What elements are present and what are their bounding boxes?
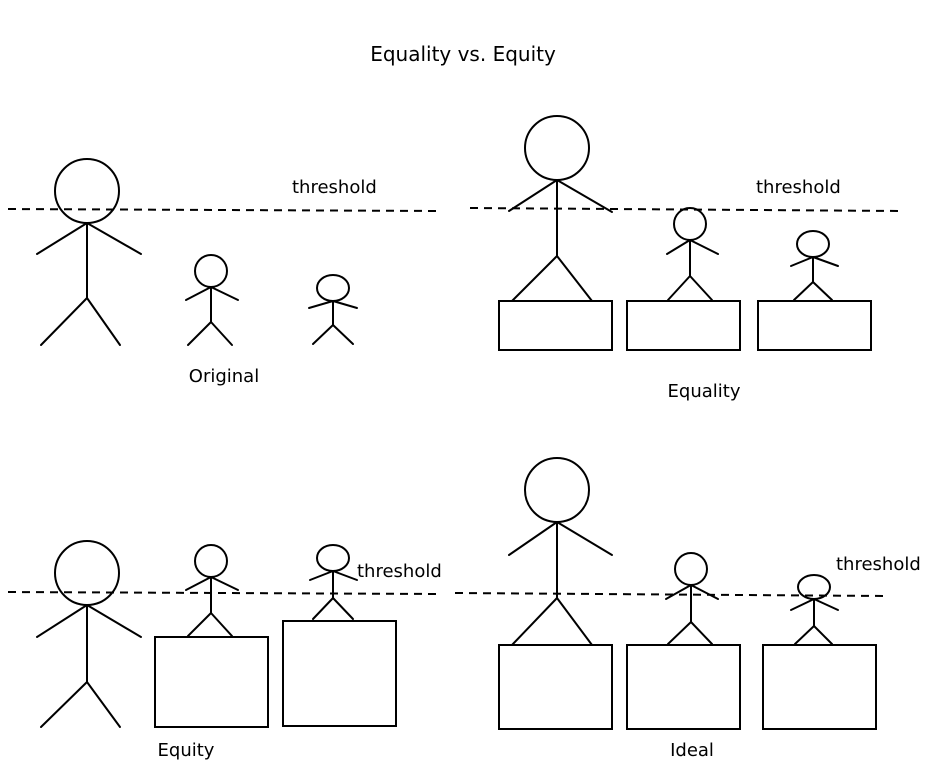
crate [498, 644, 613, 730]
panel-equity: threshold Equity [7, 540, 442, 761]
threshold-label: threshold [292, 177, 377, 198]
panel-ideal: threshold Ideal [454, 457, 921, 761]
threshold-label: threshold [836, 554, 921, 575]
tall-figure [36, 158, 142, 346]
crate [762, 644, 877, 730]
crate [154, 636, 269, 728]
tall-figure [36, 540, 142, 728]
crate [282, 620, 397, 727]
medium-figure [666, 207, 719, 301]
panel-original: threshold Original [7, 158, 437, 387]
small-figure [790, 230, 839, 301]
crate [498, 300, 613, 351]
tall-figure [508, 115, 613, 302]
medium-figure [665, 552, 719, 645]
panel-equality: threshold Equality [469, 115, 900, 402]
small-figure [790, 574, 839, 645]
crate [757, 300, 872, 351]
threshold-line [454, 592, 885, 597]
panel-caption: Equity [158, 740, 215, 761]
medium-figure [185, 254, 239, 346]
crate [626, 300, 741, 351]
threshold-label: threshold [756, 177, 841, 198]
tall-figure [508, 457, 613, 646]
threshold-line [7, 591, 437, 595]
panel-caption: Original [189, 366, 259, 387]
crate [626, 644, 741, 730]
small-figure [308, 274, 358, 345]
threshold-label: threshold [357, 561, 442, 582]
panel-caption: Equality [668, 381, 741, 402]
small-figure [309, 544, 358, 620]
page-title: Equality vs. Equity [370, 42, 556, 66]
panel-caption: Ideal [670, 740, 714, 761]
threshold-line [7, 208, 437, 212]
medium-figure [185, 544, 239, 637]
